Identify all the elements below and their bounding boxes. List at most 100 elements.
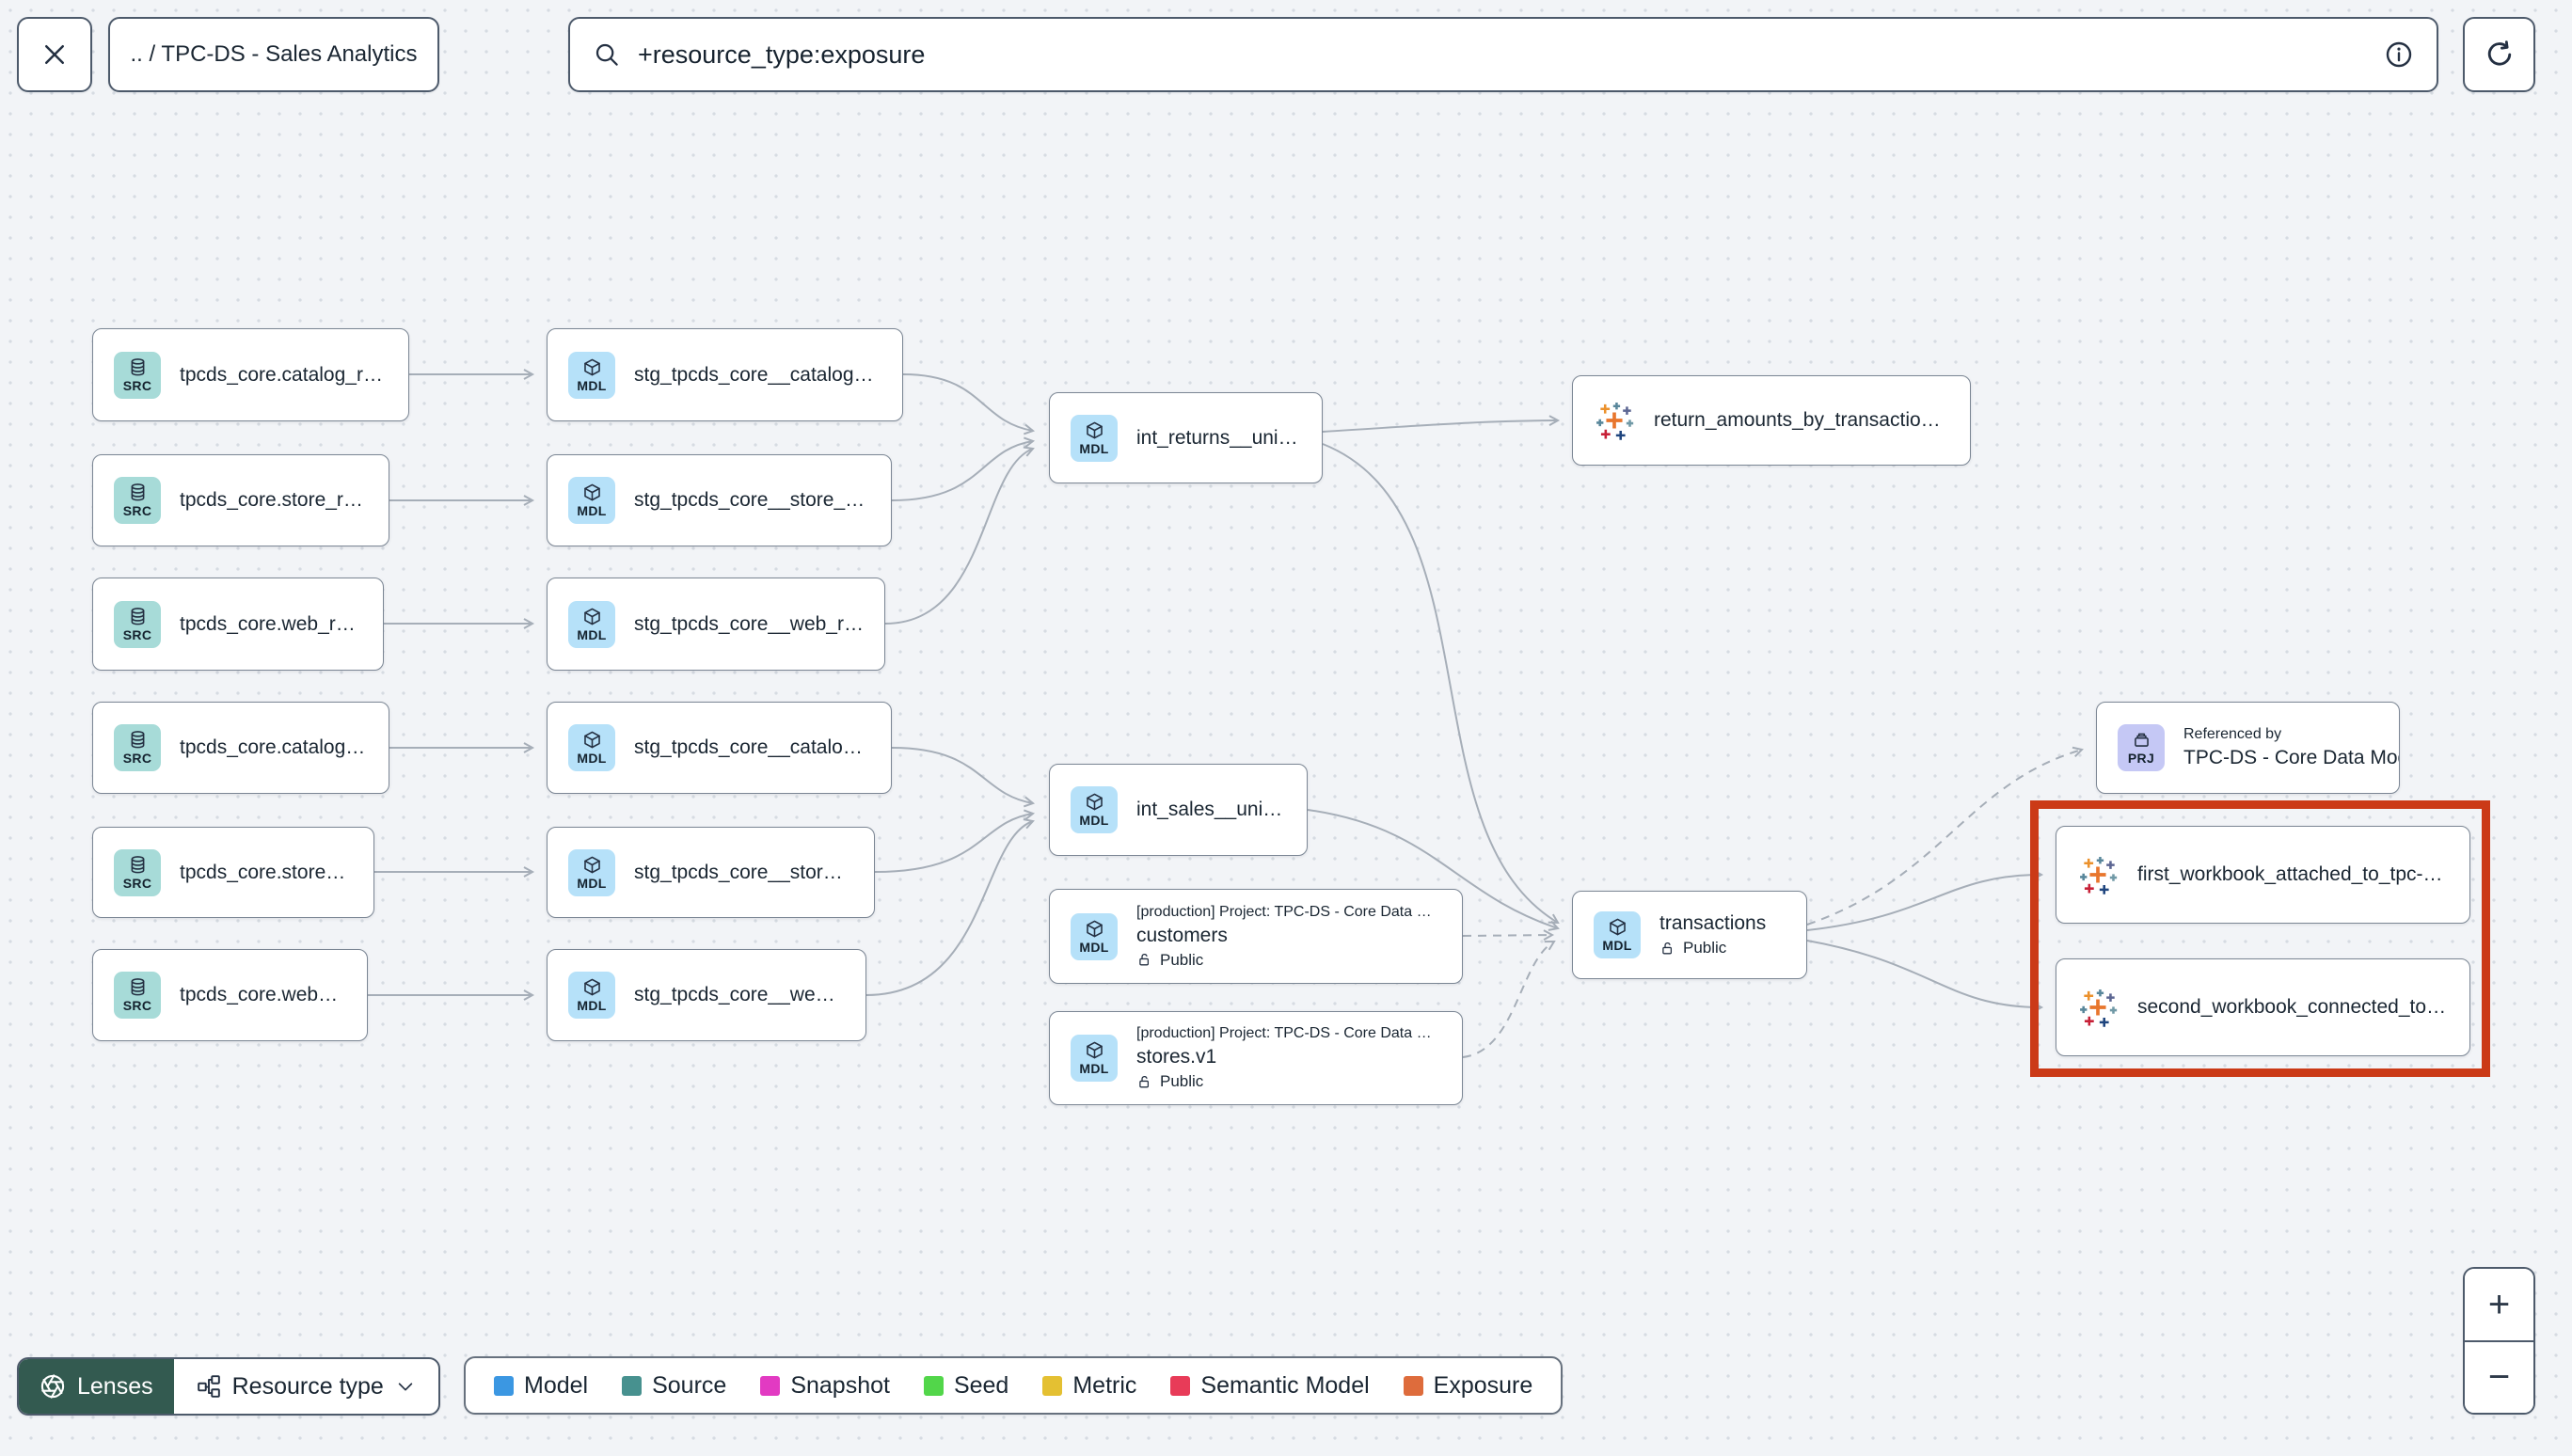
- node-stg-store-returns[interactable]: MDL stg_tpcds_core__store_returns: [547, 454, 892, 546]
- access-row: Public: [1136, 951, 1441, 970]
- node-customers[interactable]: MDL [production] Project: TPC-DS - Core …: [1049, 889, 1463, 984]
- chevron-down-icon: [395, 1376, 416, 1397]
- resource-type-label: Resource type: [231, 1372, 384, 1400]
- lenses-button[interactable]: Lenses: [19, 1359, 174, 1414]
- node-first-workbook-exposure[interactable]: first_workbook_attached_to_tpc-ds_-_…: [2056, 826, 2470, 924]
- mdl-badge: MDL: [1079, 440, 1109, 456]
- database-icon: SRC: [114, 848, 161, 896]
- node-label: stg_tpcds_core__store_returns: [634, 489, 870, 511]
- zoom-out-button[interactable]: −: [2465, 1339, 2533, 1413]
- legend: Model Source Snapshot Seed Metric Semant…: [464, 1356, 1564, 1415]
- refresh-icon: [2484, 39, 2516, 71]
- node-int-returns-unioned[interactable]: MDL int_returns__unioned: [1049, 392, 1323, 483]
- node-label: stg_tpcds_core__web_sales: [634, 984, 845, 1005]
- cube-icon: MDL: [1071, 912, 1118, 960]
- node-label: second_workbook_connected_to_live…: [2137, 996, 2449, 1018]
- node-label: int_sales__unioned: [1136, 799, 1286, 820]
- mdl-badge: MDL: [577, 503, 607, 518]
- lenses-label: Lenses: [77, 1372, 153, 1400]
- node-stg-web-returns[interactable]: MDL stg_tpcds_core__web_returns: [547, 578, 885, 671]
- node-second-workbook-exposure[interactable]: second_workbook_connected_to_live…: [2056, 958, 2470, 1056]
- metric-swatch: [1042, 1375, 1063, 1396]
- src-badge: SRC: [122, 875, 152, 891]
- legend-item-exposure: Exposure: [1403, 1372, 1532, 1400]
- lock-open-icon: [1136, 952, 1152, 968]
- node-stg-web-sales[interactable]: MDL stg_tpcds_core__web_sales: [547, 949, 866, 1041]
- cube-icon: MDL: [568, 351, 615, 399]
- cube-icon: MDL: [1071, 414, 1118, 462]
- mdl-badge: MDL: [1079, 939, 1109, 955]
- node-label: tpcds_core.store_returns: [180, 489, 368, 511]
- cube-icon: MDL: [568, 724, 615, 771]
- node-label: stg_tpcds_core__store_sales: [634, 861, 853, 883]
- cube-icon: MDL: [568, 972, 615, 1019]
- refresh-button[interactable]: [2463, 17, 2535, 92]
- mdl-badge: MDL: [577, 875, 607, 891]
- mdl-badge: MDL: [1079, 813, 1109, 828]
- cube-icon: MDL: [1594, 911, 1641, 958]
- node-source-web-returns[interactable]: SRC tpcds_core.web_returns: [92, 578, 384, 671]
- node-transactions[interactable]: MDL transactions Public: [1572, 891, 1807, 979]
- mdl-badge: MDL: [1079, 1061, 1109, 1076]
- src-badge: SRC: [122, 377, 152, 393]
- node-stg-catalog-sales[interactable]: MDL stg_tpcds_core__catalog_sales: [547, 702, 892, 794]
- access-label: Public: [1160, 950, 1204, 969]
- node-source-store-sales[interactable]: SRC tpcds_core.store_sales: [92, 827, 374, 918]
- access-row: Public: [1136, 1072, 1441, 1091]
- zoom-controls: + −: [2463, 1267, 2535, 1415]
- exposure-swatch: [1403, 1375, 1423, 1396]
- node-source-catalog-returns[interactable]: SRC tpcds_core.catalog_returns: [92, 328, 409, 421]
- close-button[interactable]: [17, 17, 92, 92]
- resource-type-dropdown[interactable]: Resource type: [174, 1359, 438, 1414]
- referenced-by-title: Referenced by: [2183, 726, 2282, 742]
- node-source-catalog-sales[interactable]: SRC tpcds_core.catalog_sales: [92, 702, 389, 794]
- node-project: [production] Project: TPC-DS - Core Data…: [1136, 1025, 1441, 1041]
- resource-type-icon: [197, 1374, 221, 1399]
- prj-badge: PRJ: [2127, 751, 2155, 766]
- database-icon: SRC: [114, 972, 161, 1019]
- node-source-store-returns[interactable]: SRC tpcds_core.store_returns: [92, 454, 389, 546]
- legend-item-seed: Seed: [923, 1372, 1008, 1400]
- database-icon: SRC: [114, 600, 161, 648]
- mdl-badge: MDL: [1602, 938, 1632, 953]
- node-referenced-by-project[interactable]: PRJ Referenced by TPC-DS - Core Data Mod…: [2096, 702, 2400, 794]
- src-badge: SRC: [122, 503, 152, 518]
- access-label: Public: [1160, 1072, 1204, 1090]
- access-label: Public: [1683, 939, 1727, 957]
- node-stg-store-sales[interactable]: MDL stg_tpcds_core__store_sales: [547, 827, 875, 918]
- node-label: tpcds_core.web_sales: [180, 984, 346, 1005]
- legend-item-source: Source: [622, 1372, 726, 1400]
- node-int-sales-unioned[interactable]: MDL int_sales__unioned: [1049, 764, 1308, 856]
- node-stores-v1[interactable]: MDL [production] Project: TPC-DS - Core …: [1049, 1011, 1463, 1105]
- node-label: tpcds_core.store_sales: [180, 861, 353, 883]
- node-label: int_returns__unioned: [1136, 426, 1301, 449]
- node-label: stores.v1: [1136, 1046, 1217, 1068]
- legend-item-semantic-model: Semantic Model: [1170, 1372, 1370, 1400]
- cube-icon: MDL: [568, 477, 615, 524]
- snapshot-swatch: [760, 1375, 781, 1396]
- breadcrumb[interactable]: .. / TPC-DS - Sales Analytics: [108, 17, 439, 92]
- selection-highlight: [2030, 800, 2490, 1077]
- tableau-icon: [1594, 400, 1635, 441]
- mdl-badge: MDL: [577, 998, 607, 1013]
- node-stg-catalog-returns[interactable]: MDL stg_tpcds_core__catalog_returns: [547, 328, 903, 421]
- search-input[interactable]: [636, 39, 2369, 71]
- node-return-amounts-exposure[interactable]: return_amounts_by_transaction_type: [1572, 375, 1971, 466]
- node-source-web-sales[interactable]: SRC tpcds_core.web_sales: [92, 949, 368, 1041]
- cube-icon: MDL: [568, 600, 615, 648]
- node-label: TPC-DS - Core Data Models: [2183, 747, 2399, 768]
- info-icon[interactable]: [2384, 40, 2414, 70]
- legend-item-snapshot: Snapshot: [760, 1372, 890, 1400]
- legend-item-metric: Metric: [1042, 1372, 1136, 1400]
- database-icon: SRC: [114, 477, 161, 524]
- lock-open-icon: [1136, 1074, 1152, 1090]
- aperture-icon: [40, 1373, 66, 1400]
- cube-icon: MDL: [1071, 1035, 1118, 1082]
- cube-icon: MDL: [1071, 786, 1118, 833]
- node-label: stg_tpcds_core__web_returns: [634, 612, 864, 635]
- lenses-control: Lenses Resource type: [17, 1357, 440, 1416]
- mdl-badge: MDL: [577, 626, 607, 642]
- zoom-in-button[interactable]: +: [2465, 1269, 2533, 1340]
- cube-icon: MDL: [568, 848, 615, 896]
- tableau-icon: [2077, 987, 2119, 1028]
